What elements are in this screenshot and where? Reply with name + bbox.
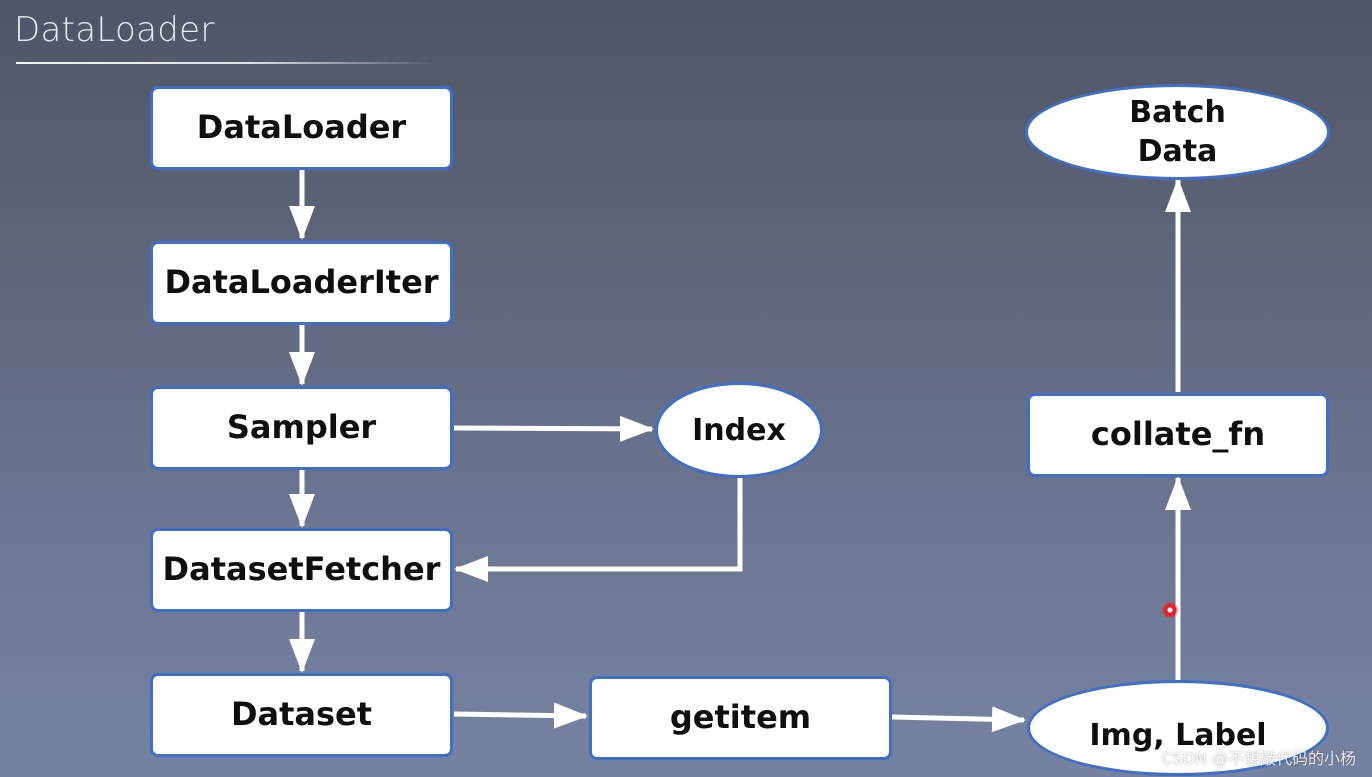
node-dataloaderiter: DataLoaderIter: [150, 241, 453, 325]
arrow-dataset-to-getitem: [453, 702, 588, 729]
node-datasetfetcher: DatasetFetcher: [150, 528, 453, 612]
node-collate-fn: collate_fn: [1027, 393, 1329, 477]
arrow-getitem-to-imglabel: [891, 706, 1026, 733]
arrow-index-to-fetcher: [454, 478, 743, 582]
node-dataset: Dataset: [150, 673, 453, 757]
title-underline: [16, 62, 436, 64]
node-dataloader: DataLoader: [150, 86, 453, 170]
node-sampler: Sampler: [150, 386, 453, 470]
batch-data-line-2: Data: [1137, 134, 1218, 169]
watermark: CSDN @不想敲代码的小杨: [1161, 749, 1356, 768]
node-img-label: Img, Label: [1027, 680, 1329, 776]
cursor-pointer-icon: [1162, 602, 1178, 618]
batch-data-line-1: Batch: [1129, 95, 1226, 130]
node-index: Index: [655, 382, 823, 478]
node-batch-data: Batch Data: [1025, 84, 1330, 180]
arrow-sampler-to-index: [453, 415, 654, 442]
node-getitem: getitem: [589, 676, 892, 760]
slide-title: DataLoader: [14, 10, 215, 50]
